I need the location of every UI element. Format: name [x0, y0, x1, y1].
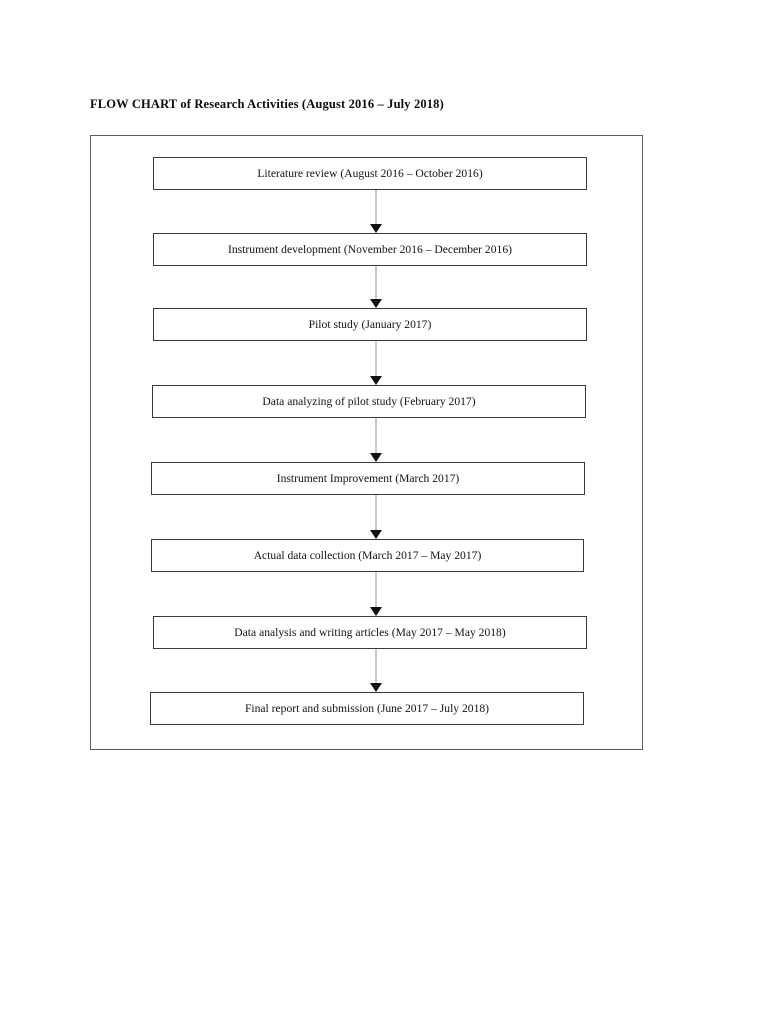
arrowhead-down-icon — [370, 683, 382, 692]
arrowhead-down-icon — [370, 453, 382, 462]
page-title: FLOW CHART of Research Activities (Augus… — [90, 97, 444, 112]
arrow-connector-4 — [370, 418, 382, 462]
arrow-connector-1 — [370, 190, 382, 233]
arrow-connector-7 — [370, 649, 382, 692]
connector-stem — [375, 418, 377, 453]
arrow-connector-5 — [370, 495, 382, 539]
flow-node-literature-review[interactable]: Literature review (August 2016 – October… — [153, 157, 587, 190]
flow-node-final-report-submission[interactable]: Final report and submission (June 2017 –… — [150, 692, 584, 725]
arrow-connector-2 — [370, 266, 382, 308]
arrowhead-down-icon — [370, 607, 382, 616]
arrowhead-down-icon — [370, 530, 382, 539]
flow-node-data-analysis-writing-articles[interactable]: Data analysis and writing articles (May … — [153, 616, 587, 649]
flowchart-frame: Literature review (August 2016 – October… — [90, 135, 643, 750]
connector-stem — [375, 266, 377, 299]
flow-node-instrument-development[interactable]: Instrument development (November 2016 – … — [153, 233, 587, 266]
connector-stem — [375, 649, 377, 683]
arrow-connector-3 — [370, 341, 382, 385]
arrowhead-down-icon — [370, 376, 382, 385]
flow-node-pilot-study[interactable]: Pilot study (January 2017) — [153, 308, 587, 341]
flow-node-instrument-improvement[interactable]: Instrument Improvement (March 2017) — [151, 462, 585, 495]
connector-stem — [375, 341, 377, 376]
flow-node-actual-data-collection[interactable]: Actual data collection (March 2017 – May… — [151, 539, 584, 572]
connector-stem — [375, 495, 377, 530]
arrowhead-down-icon — [370, 224, 382, 233]
connector-stem — [375, 190, 377, 224]
flow-node-data-analyzing-pilot-study[interactable]: Data analyzing of pilot study (February … — [152, 385, 586, 418]
arrowhead-down-icon — [370, 299, 382, 308]
arrow-connector-6 — [370, 572, 382, 616]
connector-stem — [375, 572, 377, 607]
